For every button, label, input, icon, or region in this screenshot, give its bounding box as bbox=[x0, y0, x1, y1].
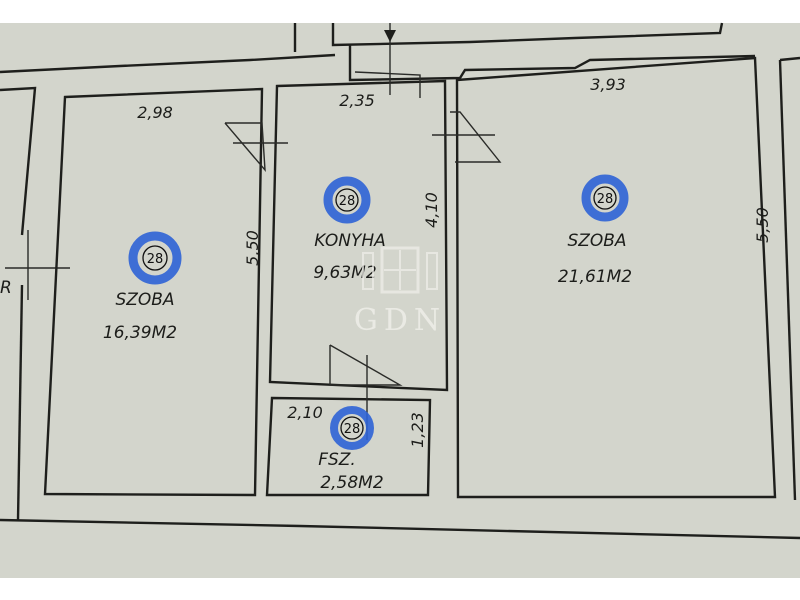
room-konyha bbox=[268, 79, 449, 392]
paper bbox=[0, 23, 800, 578]
svg-text:28: 28 bbox=[344, 422, 361, 437]
outer-walls bbox=[0, 22, 800, 540]
room-marker-3: 28 bbox=[581, 174, 629, 222]
svg-text:28: 28 bbox=[147, 252, 164, 267]
svg-text:28: 28 bbox=[339, 194, 356, 209]
room-name-konyha: KONYHA bbox=[314, 231, 386, 251]
room-name-szoba-left: SZOBA bbox=[115, 290, 174, 310]
room-szoba-right bbox=[455, 56, 777, 499]
edge-label: R bbox=[0, 278, 12, 298]
dim-depth-szoba-right: 5,50 bbox=[753, 207, 772, 243]
room-marker-2: 28 bbox=[323, 176, 371, 224]
door-symbols bbox=[224, 23, 502, 440]
room-area-konyha: 9,63M2 bbox=[313, 263, 376, 283]
dim-width-szoba-left: 2,98 bbox=[137, 103, 173, 122]
room-name-szoba-right: SZOBA bbox=[567, 231, 626, 251]
room-marker-4: 28 bbox=[330, 406, 374, 450]
watermark-text: GDN bbox=[354, 303, 446, 338]
dim-width-szoba-right: 3,93 bbox=[590, 75, 626, 94]
room-area-fsz: 2,58M2 bbox=[320, 473, 383, 493]
dim-width-fsz: 2,10 bbox=[287, 403, 323, 422]
room-szoba-left bbox=[43, 87, 264, 497]
room-area-szoba-left: 16,39M2 bbox=[103, 323, 177, 343]
watermark-logo bbox=[362, 246, 438, 294]
dim-width-konyha: 2,35 bbox=[339, 91, 375, 110]
room-name-fsz: FSZ. bbox=[318, 450, 356, 470]
dim-depth-fsz: 1,23 bbox=[408, 412, 427, 448]
dim-depth-szoba-left: 5,50 bbox=[243, 230, 262, 266]
dim-depth-konyha: 4,10 bbox=[422, 192, 441, 228]
room-fsz bbox=[265, 396, 432, 497]
svg-text:28: 28 bbox=[597, 192, 614, 207]
room-area-szoba-right: 21,61M2 bbox=[558, 267, 632, 287]
room-marker-1: 28 bbox=[128, 231, 182, 285]
